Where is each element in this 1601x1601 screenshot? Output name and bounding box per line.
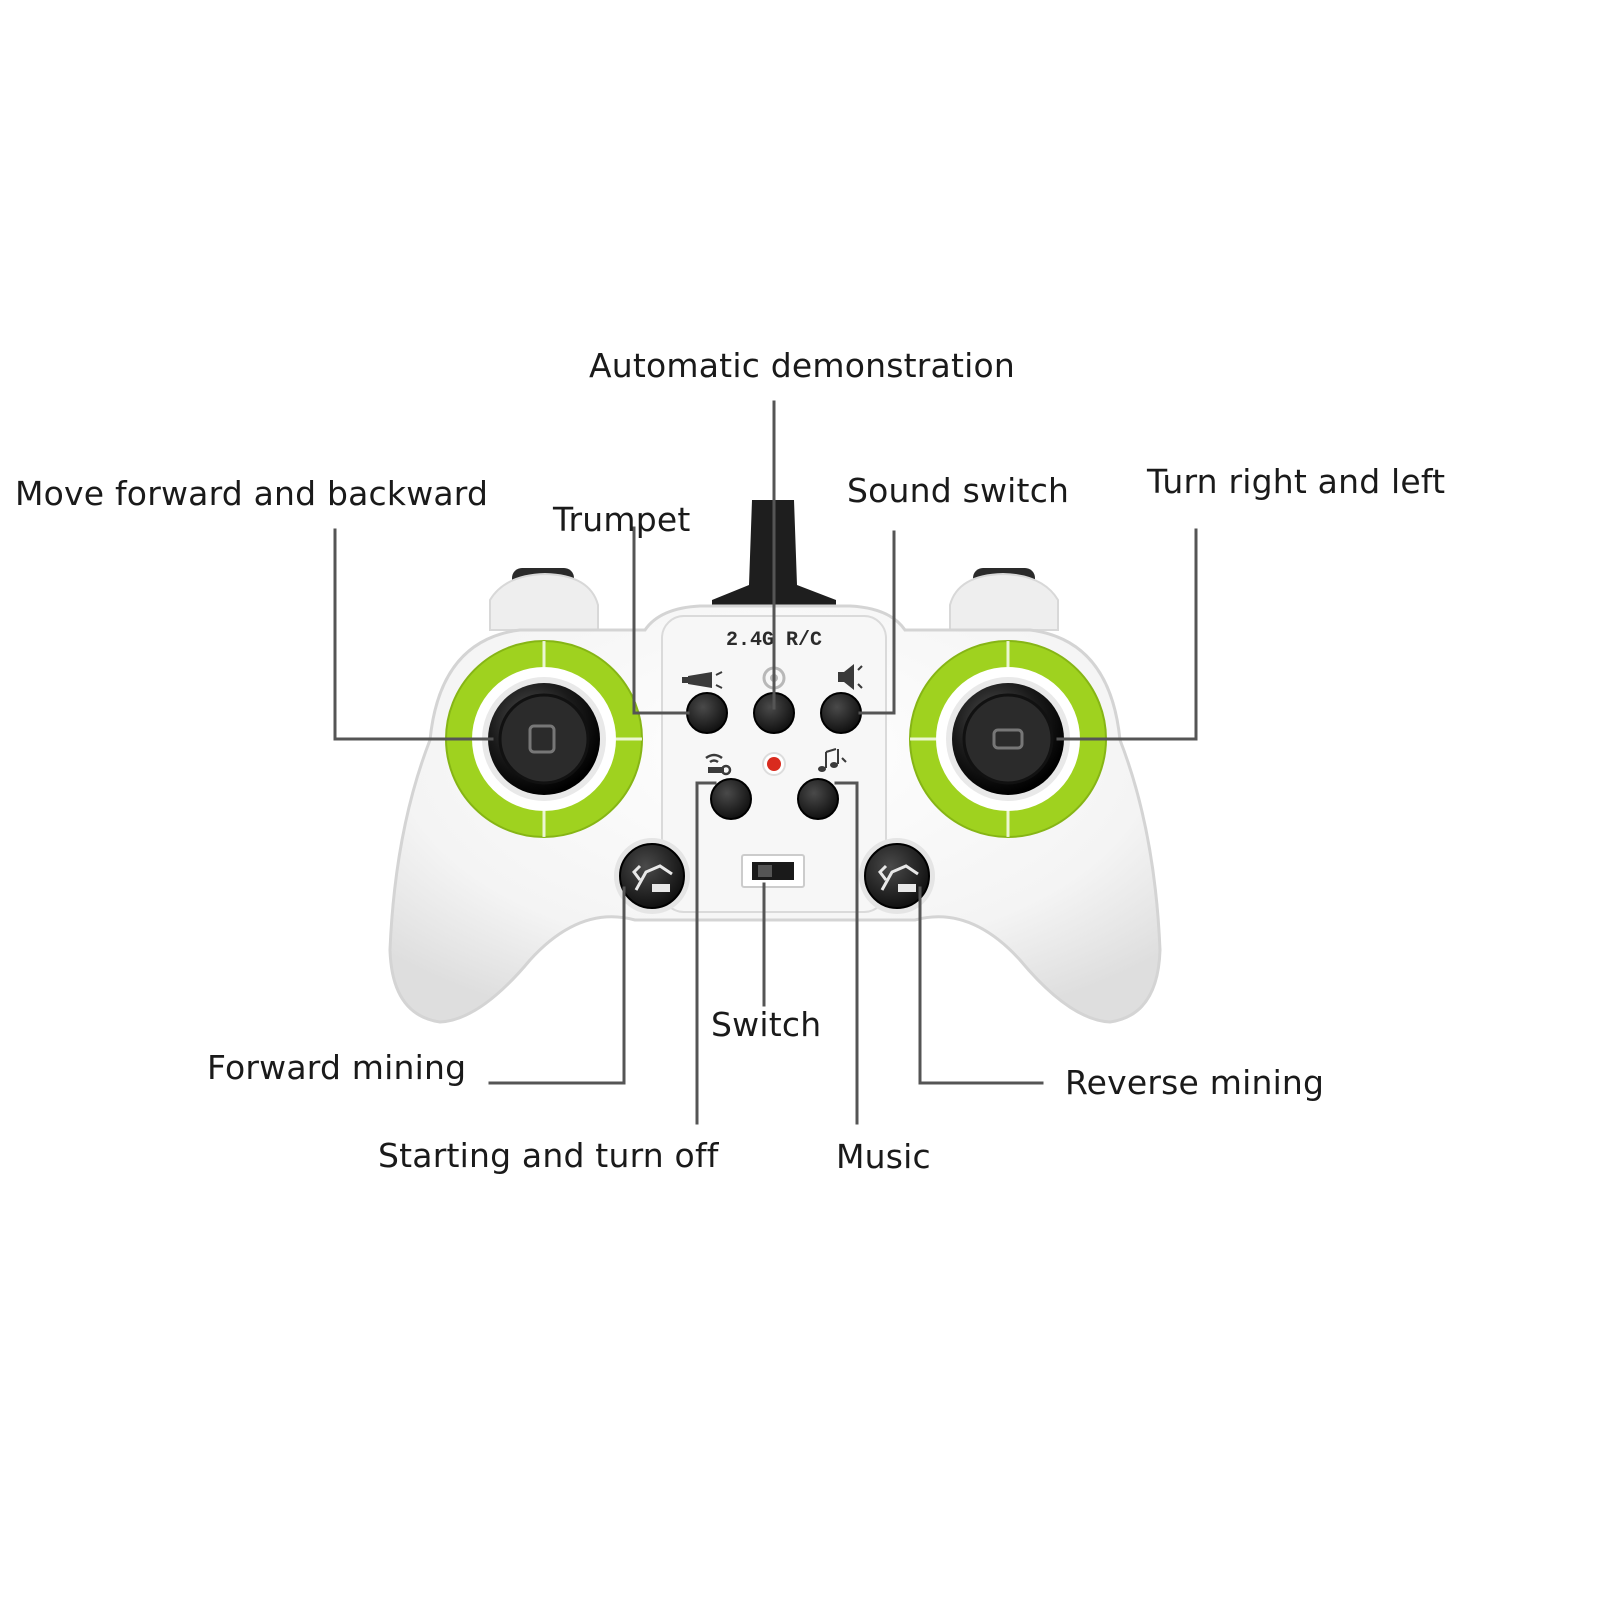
label-starting-turn-off: Starting and turn off (378, 1136, 719, 1175)
reverse-mining-button[interactable] (859, 838, 935, 914)
sound-switch-button[interactable] (820, 692, 862, 734)
trumpet-icon (682, 671, 723, 689)
forward-mining-button[interactable] (614, 838, 690, 914)
label-turn-right-left: Turn right and left (1147, 462, 1446, 501)
power-slide-switch[interactable] (741, 854, 805, 888)
label-reverse-mining: Reverse mining (1065, 1063, 1325, 1102)
label-sound-switch: Sound switch (847, 471, 1070, 510)
power-button[interactable] (710, 778, 752, 820)
speaker-icon (838, 664, 863, 690)
excavator-arm-icon (878, 864, 919, 892)
left-joystick[interactable] (445, 640, 643, 838)
leader-trumpet (632, 526, 690, 715)
power-icon (705, 753, 732, 776)
label-move-forward-backward: Move forward and backward (15, 474, 489, 513)
label-music: Music (836, 1137, 931, 1176)
trumpet-button[interactable] (686, 692, 728, 734)
label-forward-mining: Forward mining (207, 1048, 467, 1087)
label-automatic-demonstration: Automatic demonstration (589, 346, 1015, 385)
left-shoulder-button[interactable] (489, 568, 599, 631)
leader-turn (1056, 528, 1198, 741)
music-note-icon (818, 748, 847, 772)
leader-sound (858, 530, 896, 715)
excavator-arm-icon (632, 864, 673, 892)
leader-lines (333, 400, 1198, 1125)
leader-start (695, 781, 717, 1125)
leader-music (834, 781, 859, 1125)
right-joystick[interactable] (909, 640, 1107, 838)
leader-move (333, 528, 494, 741)
music-button[interactable] (797, 778, 839, 820)
leader-reverse (918, 886, 1044, 1085)
right-shoulder-button[interactable] (949, 568, 1059, 631)
status-led (762, 752, 786, 776)
label-switch: Switch (711, 1005, 822, 1044)
leader-forward (488, 886, 626, 1085)
label-trumpet: Trumpet (553, 500, 691, 539)
